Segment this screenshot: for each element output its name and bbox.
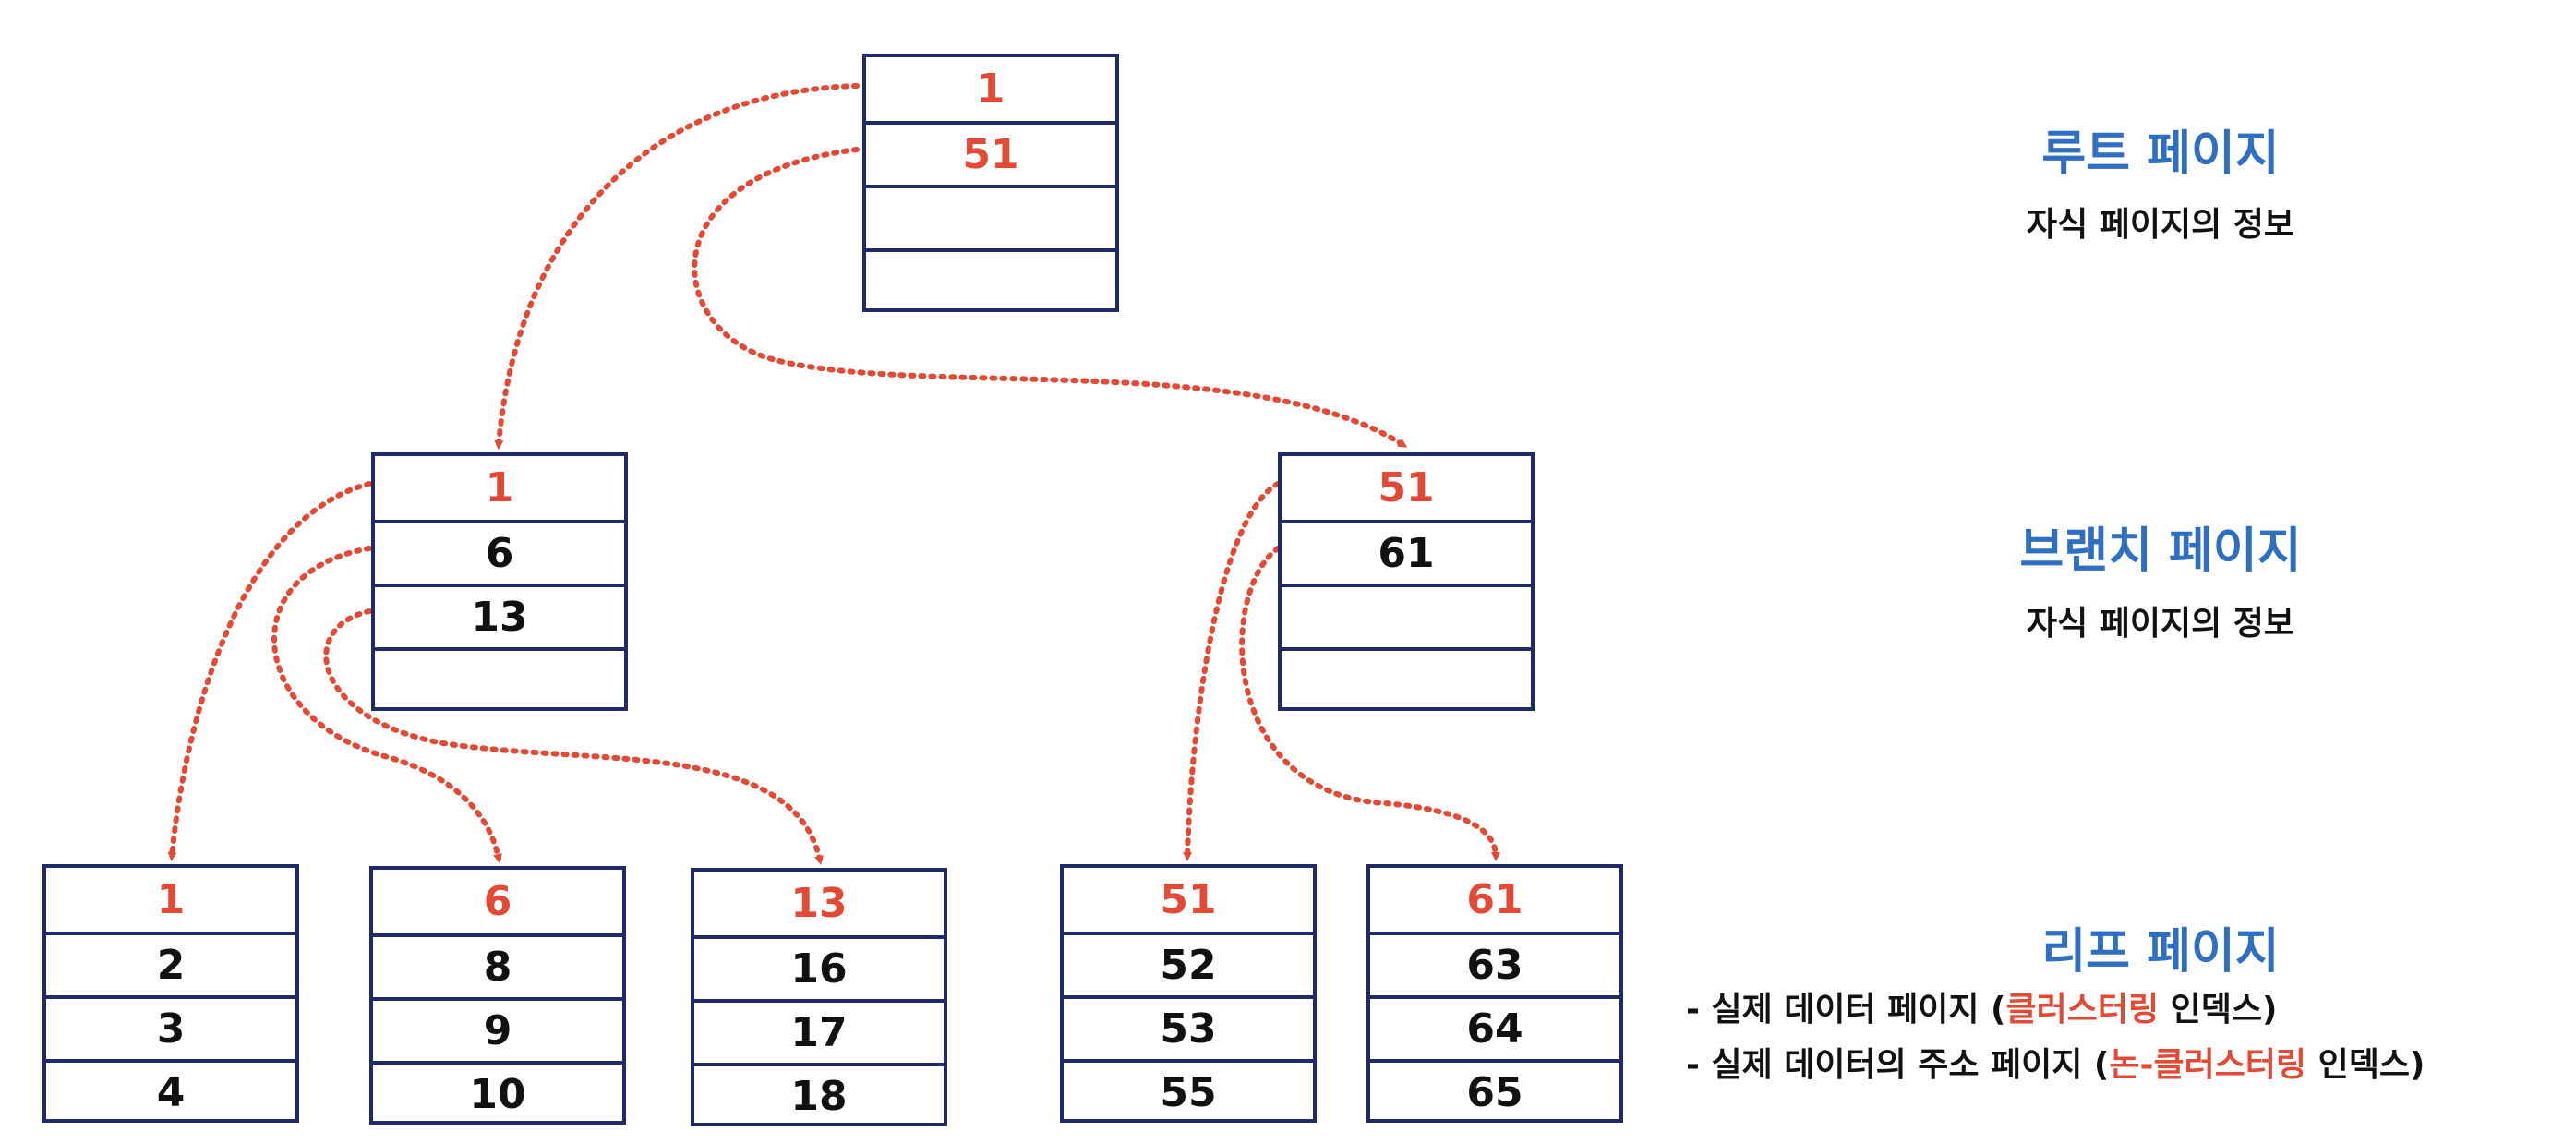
root-page-title: 루트 페이지 [2041, 126, 2280, 182]
branch-page-subtitle: 자식 페이지의 정보 [2026, 605, 2295, 643]
bullet-prefix: - 실제 데이터의 주소 페이지 ( [1686, 1046, 2110, 1084]
leaf-cell: 55 [1064, 1059, 1313, 1123]
leaf-page-4: 51 52 53 55 [1060, 864, 1317, 1123]
bullet-suffix: 인덱스) [2306, 1046, 2426, 1084]
arrow-root-1-to-branch-1 [494, 83, 860, 450]
root-cell: 1 [976, 66, 1005, 113]
leaf-cell: 63 [1370, 932, 1619, 995]
bullet-suffix: 인덱스) [2159, 991, 2278, 1029]
leaf-cell: 65 [1370, 1059, 1619, 1123]
leaf-cell: 13 [790, 880, 848, 927]
branch-page-title: 브랜치 페이지 [2019, 523, 2302, 579]
branch-page-2: 51 61 [1278, 452, 1535, 711]
arrow-branch-6-to-leaf-6 [271, 546, 502, 863]
bullet-highlight: 클러스터링 [2005, 991, 2160, 1029]
leaf-cell: 64 [1370, 995, 1619, 1059]
leaf-page-3: 13 16 17 18 [691, 868, 947, 1126]
leaf-cell: 18 [694, 1063, 944, 1126]
branch-cell: 61 [1282, 520, 1531, 584]
branch-cell: 51 [1378, 464, 1435, 511]
branch-cell [1282, 647, 1531, 711]
root-cell [866, 248, 1115, 312]
leaf-bullet-nonclustered: - 실제 데이터의 주소 페이지 (논-클러스터링 인덱스) [1686, 1038, 2425, 1086]
leaf-cell: 4 [46, 1059, 295, 1123]
branch-cell [375, 647, 624, 711]
leaf-cell: 10 [373, 1061, 622, 1125]
leaf-page-5: 61 63 64 65 [1366, 864, 1623, 1123]
bullet-prefix: - 실제 데이터 페이지 ( [1686, 991, 2006, 1029]
arrow-root-51-to-branch-51 [692, 147, 1408, 448]
leaf-cell: 17 [694, 999, 944, 1063]
leaf-bullet-clustered: - 실제 데이터 페이지 (클러스터링 인덱스) [1686, 982, 2277, 1030]
root-cell [866, 185, 1115, 248]
leaf-cell: 16 [694, 935, 944, 999]
leaf-cell: 9 [373, 997, 622, 1061]
branch-cell: 13 [375, 584, 624, 647]
arrow-branch-13-to-leaf-13 [323, 608, 824, 865]
root-page-subtitle: 자식 페이지의 정보 [2026, 206, 2295, 244]
root-cell: 51 [866, 121, 1115, 185]
branch-cell: 1 [485, 464, 514, 511]
leaf-cell: 3 [46, 995, 295, 1059]
branch-cell [1282, 584, 1531, 647]
leaf-page-title: 리프 페이지 [2041, 924, 2280, 980]
arrow-branch-61-to-leaf-61 [1239, 546, 1500, 861]
arrow-branch-51-to-leaf-51 [1183, 481, 1281, 861]
leaf-page-1: 1 2 3 4 [42, 864, 299, 1123]
leaf-cell: 6 [483, 878, 512, 925]
leaf-cell: 53 [1064, 995, 1313, 1059]
root-page: 1 51 [862, 54, 1119, 312]
leaf-cell: 51 [1160, 876, 1217, 923]
leaf-page-2: 6 8 9 10 [369, 866, 626, 1125]
bullet-highlight: 논-클러스터링 [2109, 1046, 2307, 1084]
branch-cell: 6 [375, 520, 624, 584]
branch-page-1: 1 6 13 [371, 452, 628, 711]
arrow-branch-1-to-leaf-1 [167, 481, 372, 861]
leaf-cell: 52 [1064, 932, 1313, 995]
leaf-cell: 8 [373, 933, 622, 997]
leaf-cell: 61 [1466, 876, 1523, 923]
leaf-cell: 2 [46, 932, 295, 995]
leaf-cell: 1 [156, 876, 186, 923]
